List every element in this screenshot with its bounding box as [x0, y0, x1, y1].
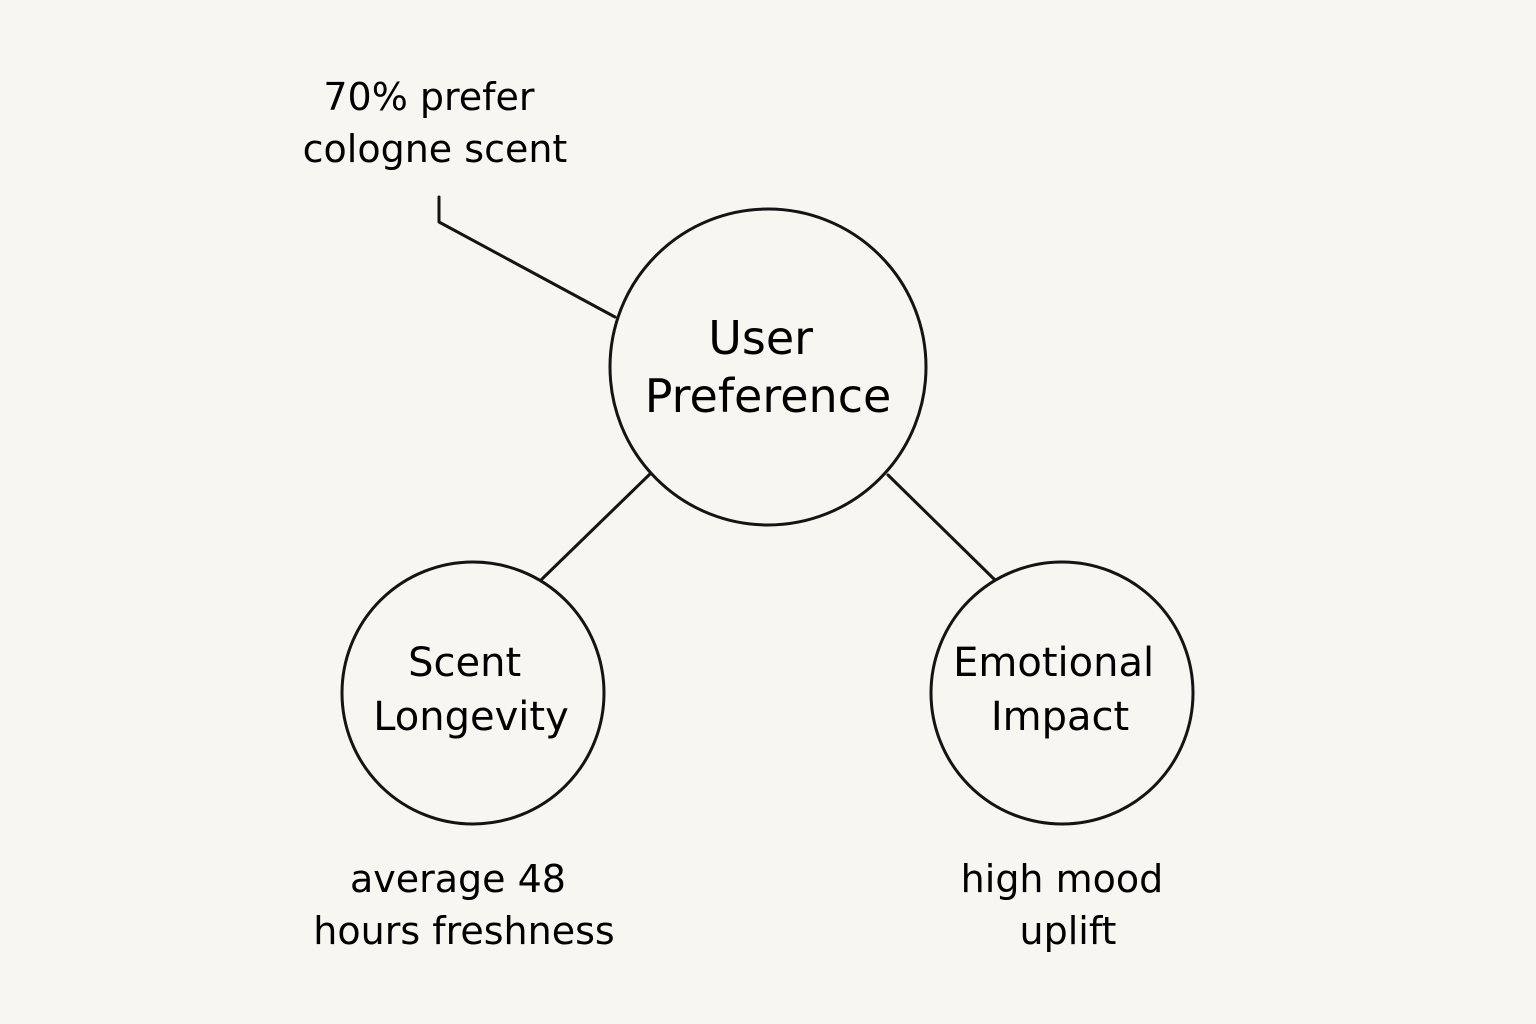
annotation-top-line2: cologne scent: [303, 127, 568, 171]
annotation-top-line1: 70% prefer: [323, 75, 535, 119]
node-circle: [608, 207, 928, 527]
connector-center-right: [886, 473, 997, 582]
annotation-right: high mood uplift: [961, 857, 1176, 953]
annotation-right-line2: uplift: [1020, 909, 1117, 953]
node-scent-longevity: Scent Longevity: [340, 560, 606, 826]
annotation-right-line1: high mood: [961, 857, 1164, 901]
connector-top-annotation: [437, 195, 617, 319]
annotation-left: average 48 hours freshness: [313, 857, 614, 953]
node-label-line2: Impact: [991, 694, 1129, 740]
node-label: User Preference: [645, 311, 892, 423]
node-label-line1: Scent: [408, 640, 521, 686]
node-emotional-impact: Emotional Impact: [929, 560, 1195, 826]
node-label: Emotional Impact: [953, 640, 1167, 740]
connector-center-left: [539, 472, 652, 582]
annotation-left-line2: hours freshness: [313, 909, 614, 953]
annotation-top: 70% prefer cologne scent: [303, 75, 568, 171]
node-label-line2: Preference: [645, 369, 892, 423]
node-circle: [929, 560, 1195, 826]
node-label: Scent Longevity: [373, 640, 569, 740]
node-label-line1: User: [708, 311, 813, 365]
connectors: [437, 195, 997, 582]
annotation-left-line1: average 48: [350, 857, 566, 901]
node-label-line1: Emotional: [953, 640, 1154, 686]
node-user-preference: User Preference: [608, 207, 928, 527]
node-circle: [340, 560, 606, 826]
node-label-line2: Longevity: [373, 694, 569, 740]
